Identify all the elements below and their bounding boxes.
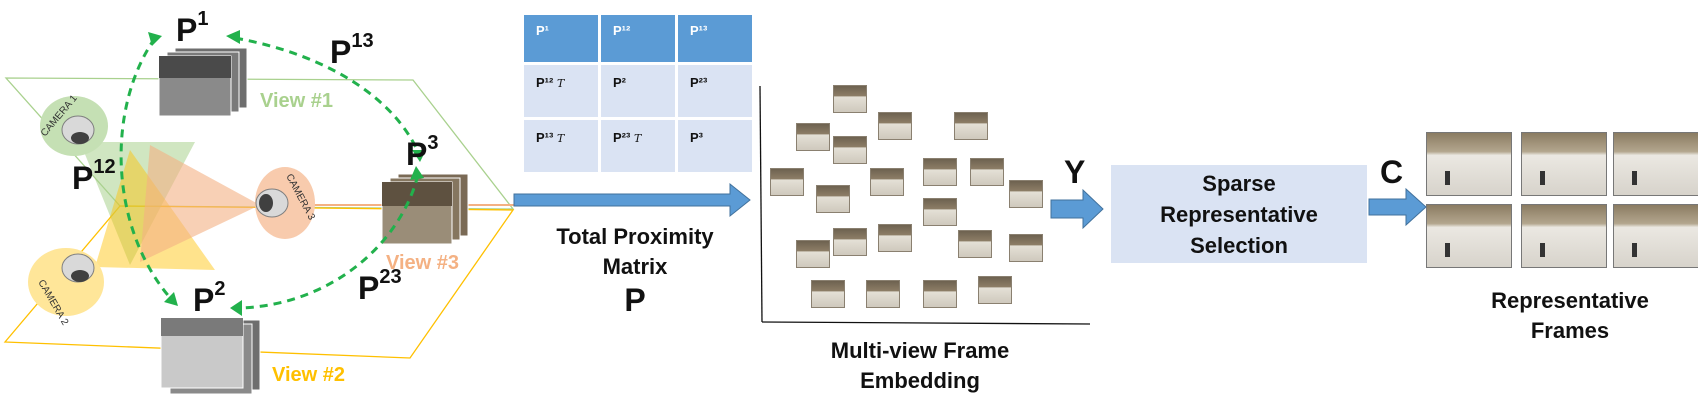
p12-label: P12 (72, 156, 116, 196)
matrix-cell: P¹ (524, 15, 598, 62)
camera-1-icon (61, 115, 95, 145)
view-2-label: View #2 (272, 364, 346, 386)
representative-frame (1521, 132, 1607, 196)
frame-thumbnail (1009, 180, 1043, 208)
representative-frames-caption: Representative Frames (1491, 288, 1649, 343)
p3-label: P3 (406, 132, 439, 172)
matrix-cell: P¹² (601, 15, 675, 62)
representative-frame (1613, 204, 1698, 268)
representative-frame (1426, 132, 1512, 196)
frame-thumbnail (833, 136, 867, 164)
sparse-selection-box: Sparse Representative Selection (1111, 165, 1367, 263)
y-label: Y (1064, 154, 1086, 190)
frame-thumbnail (923, 198, 957, 226)
p13-arrow (234, 36, 420, 153)
p23-arrow (239, 174, 420, 310)
frame-thumbnail (1009, 234, 1043, 262)
frame-thumbnail (878, 224, 912, 252)
matrix-cell: P¹³ T (524, 120, 598, 172)
matrix-row-1: P¹ P¹² P¹³ (524, 15, 752, 62)
c-label: C (1380, 154, 1404, 190)
matrix-cell: P²³ T (601, 120, 675, 172)
matrix-row-3: P¹³ T P²³ T P³ (524, 120, 752, 172)
view-1-label: View #1 (260, 90, 334, 112)
frame-thumbnail (796, 123, 830, 151)
camera-3-icon (255, 188, 289, 218)
p2-label: P2 (193, 278, 226, 318)
proximity-matrix: P¹ P¹² P¹³ P¹² T P² P²³ P¹³ T P²³ T P³ (521, 12, 755, 175)
representative-frame (1426, 204, 1512, 268)
frame-thumbnail (923, 280, 957, 308)
view-3-label: View #3 (386, 252, 460, 274)
representative-frame (1613, 132, 1698, 196)
matrix-cell: P³ (678, 120, 752, 172)
total-proximity-caption: Total Proximity Matrix P (556, 224, 714, 318)
frame-thumbnail (833, 228, 867, 256)
frame-thumbnail (796, 240, 830, 268)
proximity-arrows (119, 36, 420, 310)
frame-stack-view-3 (381, 173, 469, 245)
embedding-caption: Multi-view Frame Embedding (830, 338, 1010, 393)
frame-thumbnail (866, 280, 900, 308)
frame-thumbnail (958, 230, 992, 258)
frame-thumbnail (878, 112, 912, 140)
matrix-cell: P² (601, 65, 675, 117)
p23-label: P23 (358, 266, 402, 306)
frame-thumbnail (978, 276, 1012, 304)
representative-frame (1521, 204, 1607, 268)
frame-thumbnail (770, 168, 804, 196)
matrix-cell: P¹² T (524, 65, 598, 117)
frame-thumbnail (970, 158, 1004, 186)
frame-thumbnail (811, 280, 845, 308)
arrow-to-embedding (513, 182, 751, 218)
frame-thumbnail (816, 185, 850, 213)
frame-thumbnail (833, 85, 867, 113)
matrix-row-2: P¹² T P² P²³ (524, 65, 752, 117)
arrow-to-output (1368, 187, 1427, 227)
arrow-to-selection (1050, 188, 1104, 230)
matrix-cell: P²³ (678, 65, 752, 117)
camera-2-icon (61, 253, 95, 283)
p1-label: P1 (176, 8, 209, 48)
embedding-axes (759, 85, 1091, 325)
flow-arrows (513, 182, 1427, 230)
p12-arrow (119, 37, 174, 301)
matrix-cell: P¹³ (678, 15, 752, 62)
arrow-heads (148, 30, 426, 316)
frame-thumbnail (870, 168, 904, 196)
frame-thumbnail (923, 158, 957, 186)
p13-label: P13 (330, 30, 374, 70)
camera-3-fov (140, 145, 260, 262)
frame-thumbnail (954, 112, 988, 140)
frame-stack-view-2 (160, 317, 261, 395)
frame-stack-view-1 (158, 47, 248, 117)
view-plane-1 (4, 77, 515, 210)
